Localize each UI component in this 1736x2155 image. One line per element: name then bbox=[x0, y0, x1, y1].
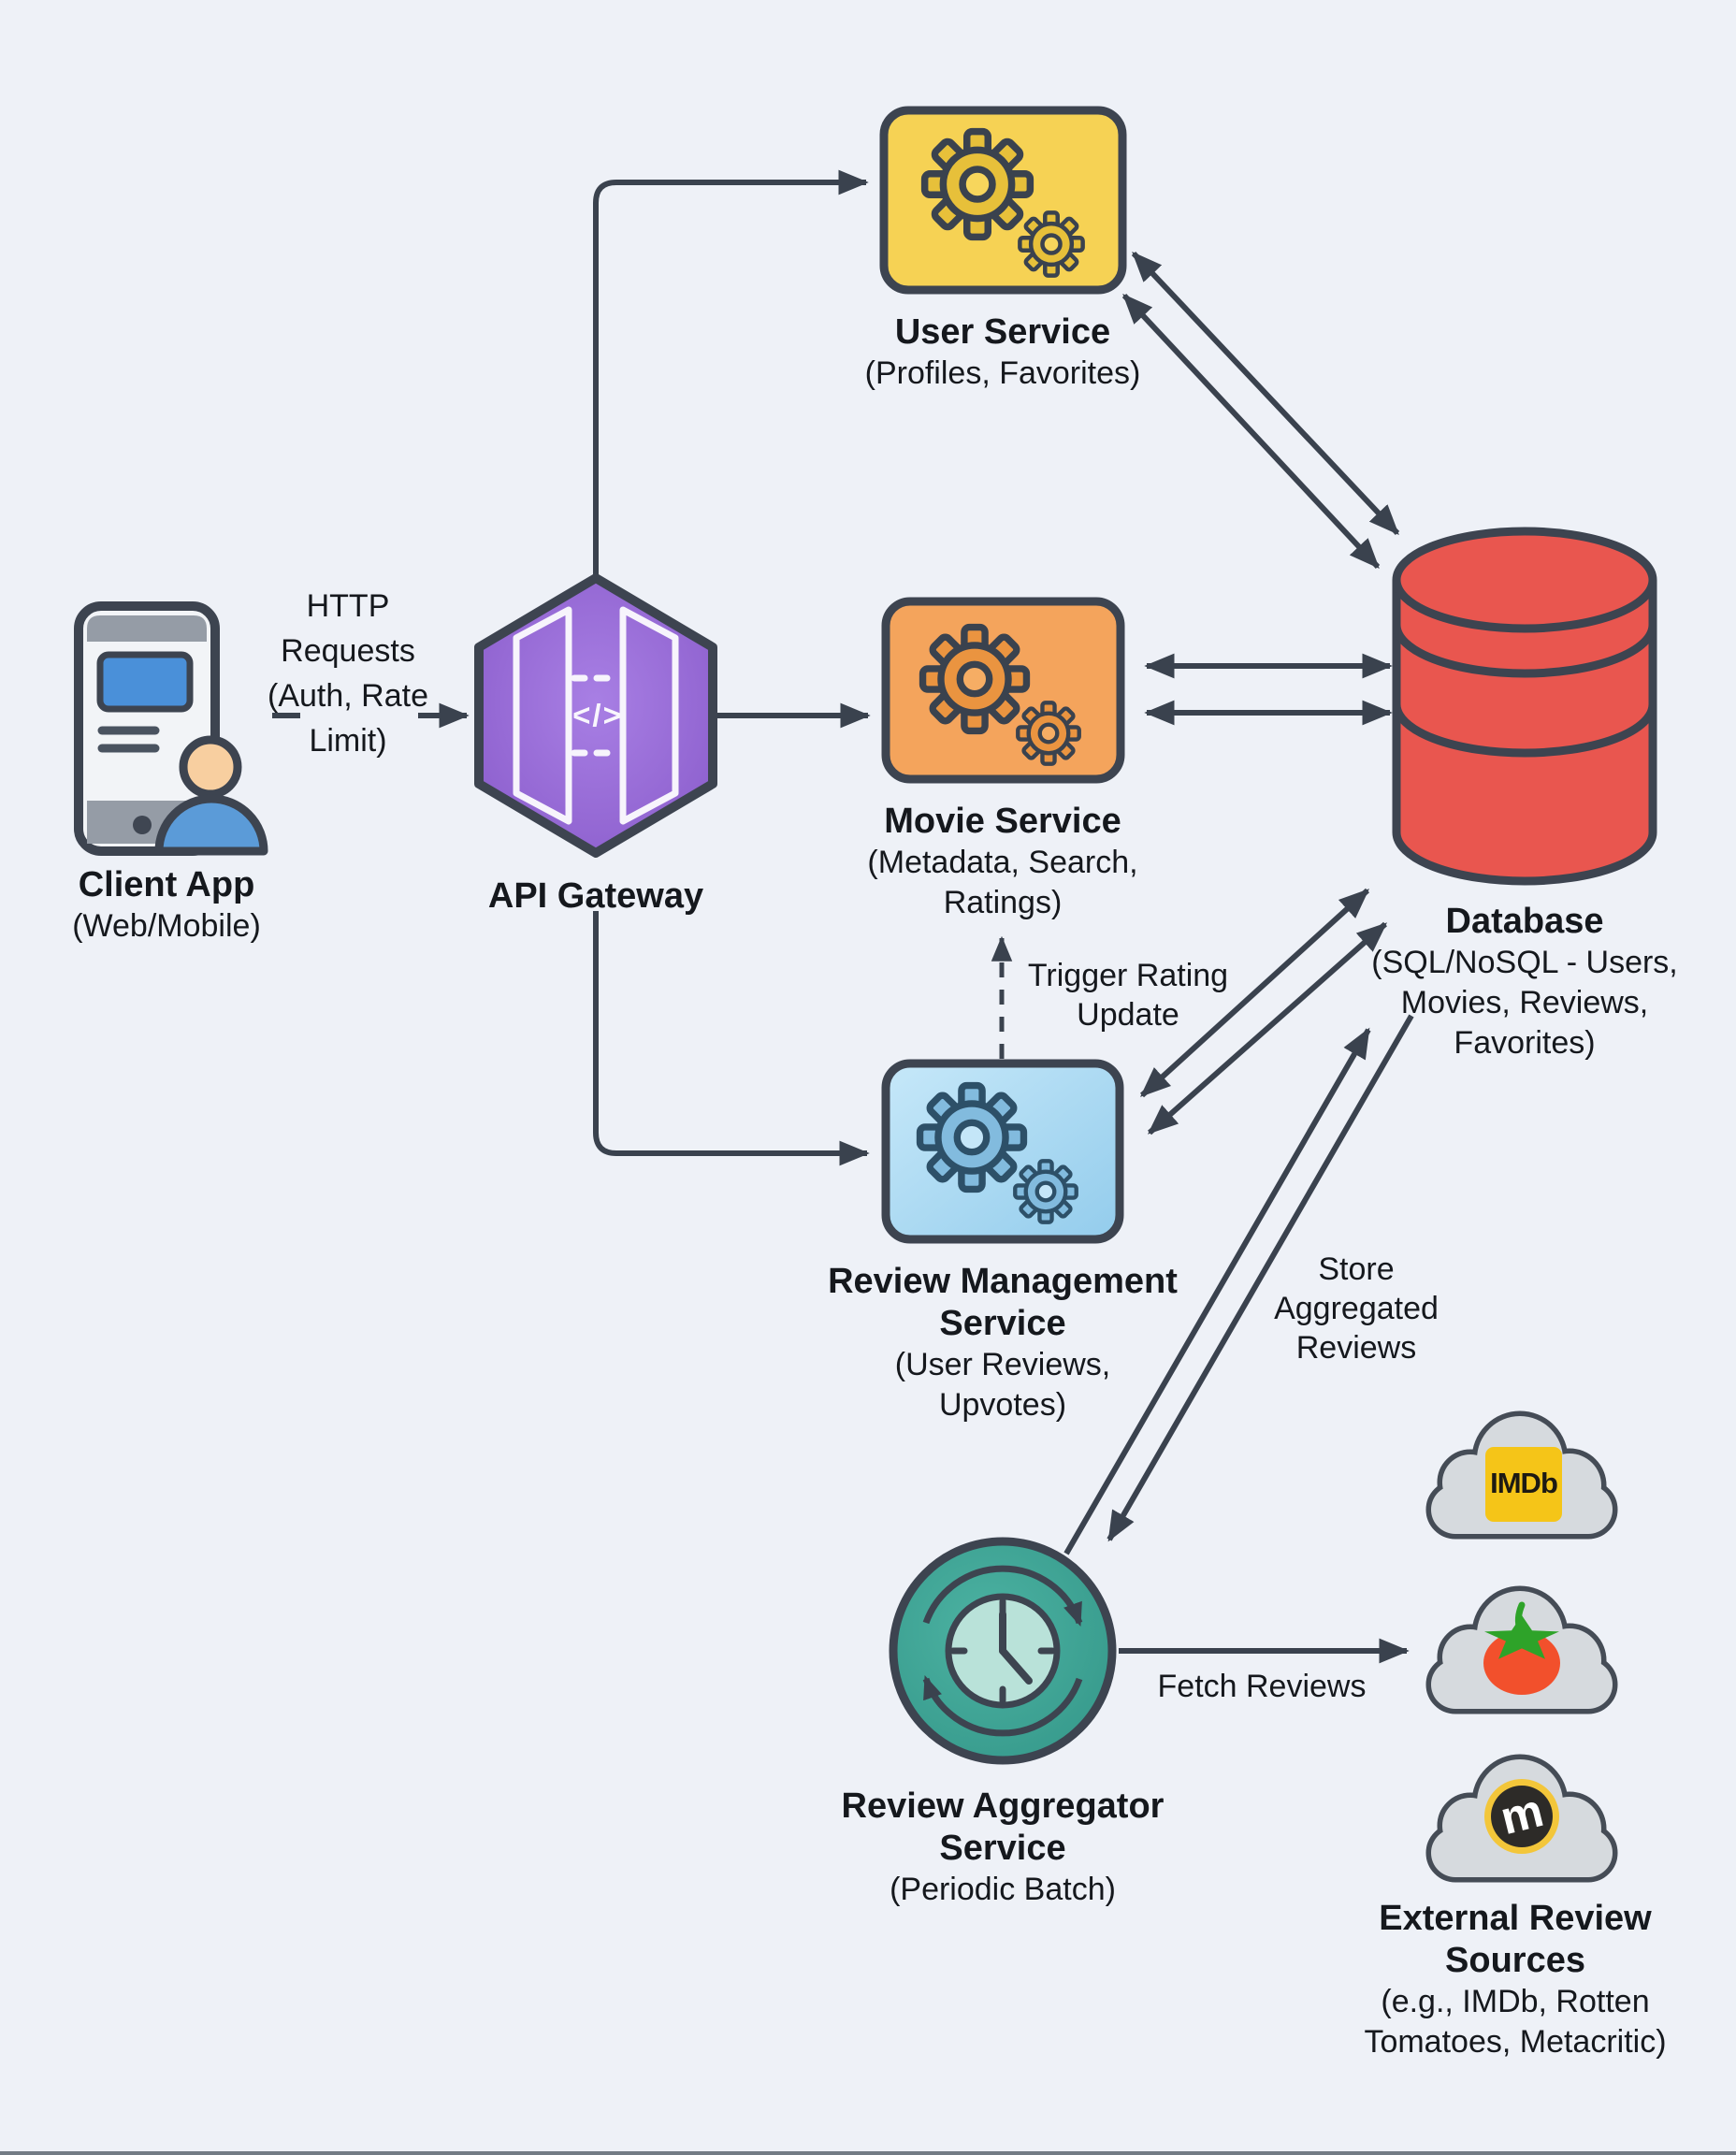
movie-service-box bbox=[881, 597, 1125, 784]
gears-icon bbox=[1018, 702, 1078, 763]
review-aggregator-label: Review Aggregator Service (Periodic Batc… bbox=[841, 1786, 1165, 1907]
api-gateway-label: API Gateway bbox=[488, 875, 703, 918]
database-label: Database (SQL/NoSQL - Users, Movies, Rev… bbox=[1371, 902, 1678, 1061]
client-app-label: Client App (Web/Mobile) bbox=[72, 864, 261, 947]
database-cylinder-icon bbox=[1392, 527, 1657, 886]
api-gateway-hexagon-icon bbox=[474, 573, 717, 858]
gears-icon bbox=[1015, 1161, 1076, 1222]
gears-icon bbox=[925, 132, 1031, 238]
rotten-tomatoes-cloud-icon bbox=[1425, 1585, 1618, 1714]
code-brackets-glyph: </> bbox=[572, 698, 623, 732]
edge-user-service-database bbox=[1121, 251, 1400, 570]
user-service-title: User Service bbox=[894, 312, 1111, 352]
review-service-label: Review Management Service (User Reviews,… bbox=[828, 1262, 1178, 1423]
edge-movie-service-database bbox=[1144, 653, 1393, 726]
edge-review-service-database bbox=[1139, 888, 1388, 1135]
review-management-box bbox=[881, 1059, 1124, 1244]
edge-gateway-to-user-service bbox=[593, 169, 869, 578]
mobile-client-user-icon bbox=[74, 601, 268, 856]
edge-aggregator-database bbox=[1063, 1014, 1414, 1555]
client-app-subtitle: (Web/Mobile) bbox=[72, 908, 261, 944]
trigger-rating-edge-label: Trigger Rating Update bbox=[1027, 958, 1229, 1033]
movie-service-title: Movie Service bbox=[884, 802, 1121, 841]
imdb-cloud-icon bbox=[1425, 1410, 1618, 1540]
user-service-label: User Service (Profiles, Favorites) bbox=[865, 311, 1141, 394]
fetch-reviews-edge-label: Fetch Reviews bbox=[1157, 1669, 1367, 1704]
external-sources-label: External Review Sources (e.g., IMDb, Rot… bbox=[1364, 1899, 1667, 2060]
clock-refresh-icon bbox=[889, 1537, 1117, 1765]
http-requests-edge-label: HTTP Requests (Auth, Rate Limit) bbox=[268, 588, 428, 759]
imdb-logo-text: IMDb bbox=[1490, 1467, 1558, 1499]
gears-icon bbox=[1020, 212, 1082, 275]
client-app-title: Client App bbox=[78, 865, 255, 904]
user-service-subtitle: (Profiles, Favorites) bbox=[864, 355, 1141, 391]
gears-icon bbox=[923, 628, 1027, 731]
gears-icon bbox=[920, 1086, 1024, 1190]
metacritic-cloud-icon bbox=[1425, 1754, 1618, 1883]
store-aggregated-edge-label: Store Aggregated Reviews bbox=[1274, 1251, 1439, 1366]
database-title: Database bbox=[1445, 902, 1604, 941]
user-service-box bbox=[879, 106, 1127, 295]
bottom-edge-line bbox=[0, 2151, 1736, 2155]
api-gateway-title: API Gateway bbox=[487, 876, 704, 916]
edge-gateway-to-review-service bbox=[593, 911, 870, 1166]
movie-service-label: Movie Service (Metadata, Search, Ratings… bbox=[867, 802, 1138, 920]
